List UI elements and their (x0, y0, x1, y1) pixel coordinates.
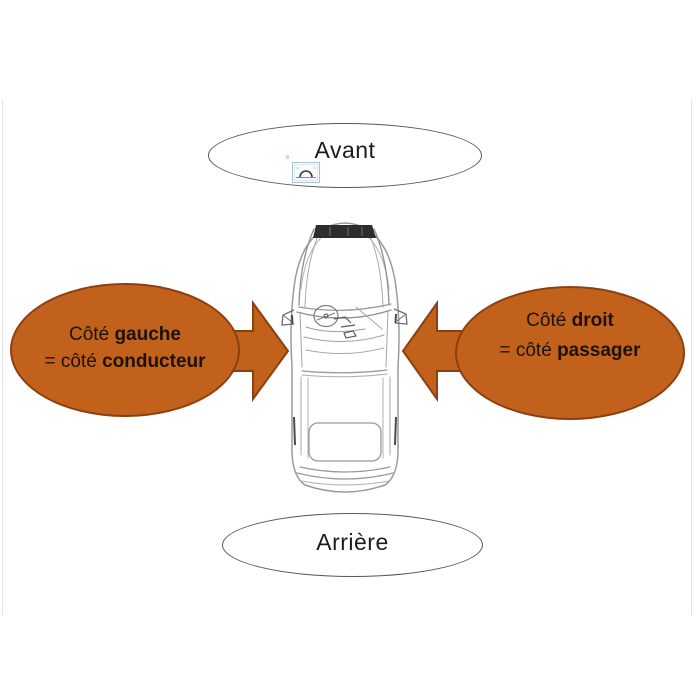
right-bubble-line-2: = côté passager (499, 340, 641, 361)
car-left-mirror (281, 309, 295, 326)
broken-image-placeholder-icon (292, 162, 320, 183)
car-front-strip (313, 225, 376, 238)
left-side-bubble-label: Côté gauche = côté conducteur (10, 321, 240, 375)
car-right-mirror (393, 308, 408, 325)
left-side-bubble (10, 283, 240, 417)
artifact-mark (286, 155, 289, 159)
rear-label-ellipse (222, 513, 483, 577)
left-edge-line (2, 100, 3, 615)
front-label-ellipse (208, 123, 482, 188)
rear-label: Arrière (316, 529, 389, 555)
left-bubble-line-2: = côté conducteur (44, 351, 206, 372)
right-side-bubble-label: Côté droit = côté passager (455, 306, 685, 366)
front-label: Avant (314, 137, 376, 163)
right-edge-line (691, 100, 692, 615)
right-bubble-line-1: Côté droit (526, 310, 614, 331)
left-bubble-line-1: Côté gauche (69, 324, 181, 345)
car-steering-wheel (313, 304, 339, 328)
car-top-view-icon (281, 222, 408, 493)
right-side-bubble (455, 286, 685, 420)
